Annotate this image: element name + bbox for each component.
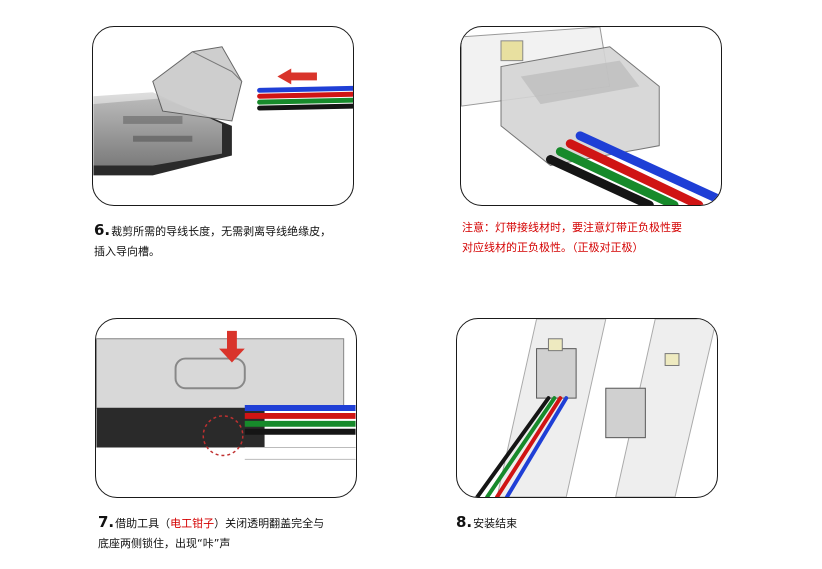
led-chip-icon	[547, 338, 563, 352]
step7-tool: 电工钳子	[170, 517, 215, 530]
polarity-illustration	[460, 26, 722, 206]
step6-illustration	[92, 26, 354, 206]
connector-close-diagram	[96, 330, 356, 460]
step8-text: 安装结束	[473, 517, 518, 530]
polarity-note: 注意：灯带接线材时，要注意灯带正负极性要 对应线材的正负极性。（正极对正极）	[462, 218, 682, 258]
led-chip-icon	[500, 40, 524, 62]
step6-text-line2: 插入导向槽。	[94, 245, 160, 258]
step7-number: 7.	[98, 513, 115, 531]
step7-text-line2: 底座两侧锁住，出现“咔”声	[98, 537, 231, 550]
step6-text-line1: 裁剪所需的导线长度，无需剥离导线绝缘皮，	[111, 225, 332, 238]
press-arrow-icon	[219, 330, 245, 363]
step6-number: 6.	[94, 221, 111, 239]
step8-number: 8.	[456, 513, 473, 531]
connector-strip-diagram	[461, 27, 721, 205]
connector-right	[605, 387, 646, 439]
step7-caption: 7.借助工具（电工钳子）关闭透明翻盖完全与 底座两侧锁住，出现“咔”声	[98, 512, 324, 554]
insert-arrow-icon	[277, 68, 317, 85]
latch-highlight	[202, 415, 244, 457]
installed-connectors-diagram	[475, 319, 717, 497]
connector-open-diagram	[93, 46, 353, 176]
led-chip-icon	[664, 353, 680, 366]
step7-text-b: ）关闭透明翻盖完全与	[214, 517, 325, 530]
step7-text-a: 借助工具（	[115, 517, 171, 530]
note-line2: 对应线材的正负极性。（正极对正极）	[462, 241, 644, 254]
note-line1: 注意：灯带接线材时，要注意灯带正负极性要	[462, 221, 682, 234]
connector-left	[536, 348, 577, 399]
transparent-lid	[152, 46, 243, 122]
step7-illustration	[95, 318, 357, 498]
step8-illustration	[456, 318, 718, 498]
connector-base	[96, 408, 265, 448]
step8-caption: 8.安装结束	[456, 512, 517, 534]
step6-caption: 6.裁剪所需的导线长度，无需剥离导线绝缘皮， 插入导向槽。	[94, 220, 331, 262]
